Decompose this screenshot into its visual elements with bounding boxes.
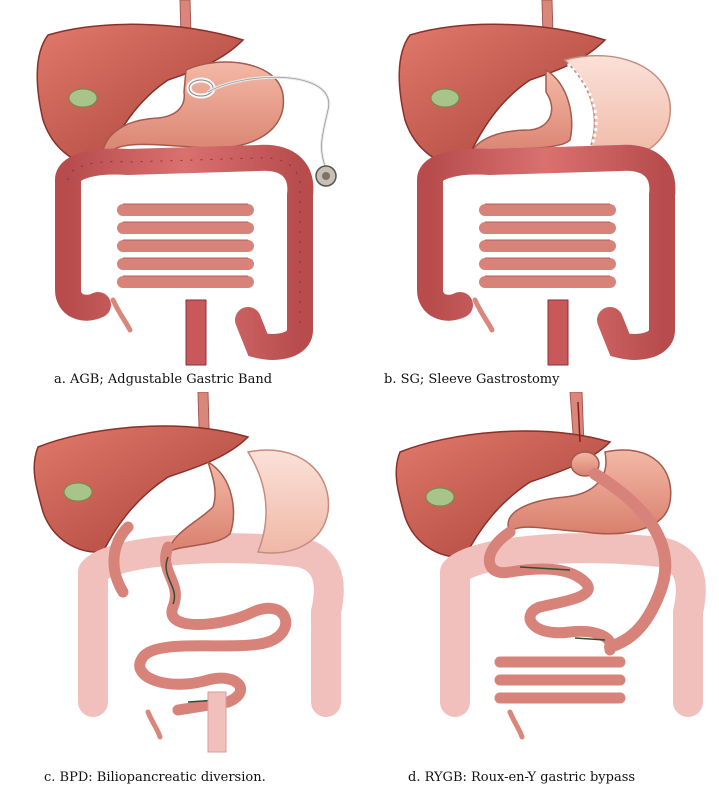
caption-bpd: c. BPD: Biliopancreatic diversion. [44,770,266,785]
sleeve-stomach [168,462,234,552]
appendix [148,712,160,737]
bpd-illustration [8,392,353,757]
rectum [186,300,206,365]
rygb-illustration [370,392,715,757]
colon [430,158,662,347]
small-intestine [140,547,286,710]
rectum [548,300,568,365]
small-intestine [123,210,248,282]
gallbladder [431,89,459,107]
gallbladder [69,89,97,107]
appendix [510,712,522,737]
appendix [475,300,492,330]
small-intestine [485,210,610,282]
panel-sg: b. SG; Sleeve Gastrostomy [370,0,715,392]
appendix [113,300,130,330]
panel-bpd: c. BPD: Biliopancreatic diversion. [8,392,353,790]
gallbladder [426,488,454,506]
panel-rygb: d. RYGB: Roux-en-Y gastric bypass [370,392,715,790]
sg-illustration [370,0,715,370]
agb-illustration [8,0,353,370]
panel-agb: a. AGB; Adgustable Gastric Band [8,0,353,392]
rectum [208,692,226,752]
gallbladder [64,483,92,501]
caption-rygb: d. RYGB: Roux-en-Y gastric bypass [408,770,635,785]
caption-sg: b. SG; Sleeve Gastrostomy [384,372,559,387]
colon [68,158,300,347]
caption-agb: a. AGB; Adgustable Gastric Band [54,372,272,387]
